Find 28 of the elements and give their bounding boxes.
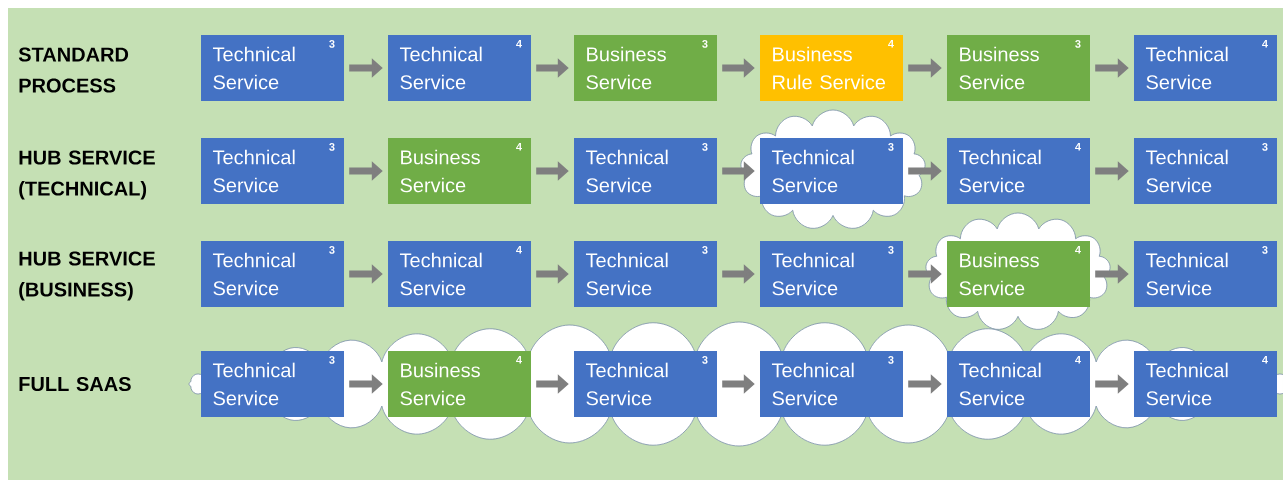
service-box: Technical Service 3 bbox=[760, 351, 903, 417]
service-box: Technical Service 3 bbox=[760, 241, 903, 307]
service-box: Technical Service 3 bbox=[1134, 241, 1277, 307]
row-label: STANDARD PROCESS bbox=[18, 47, 129, 93]
service-box: Business Service 3 bbox=[574, 35, 717, 101]
row-label: FULL SAAS bbox=[19, 376, 131, 392]
service-box: Technical Service 4 bbox=[388, 35, 531, 101]
service-box: Technical Service 3 bbox=[574, 351, 717, 417]
service-box: Technical Service 4 bbox=[1134, 351, 1277, 417]
service-box: Technical Service 4 bbox=[947, 138, 1090, 204]
row-label: HUB SERVICE (TECHNICAL) bbox=[19, 150, 155, 200]
service-box: Technical Service 4 bbox=[1134, 35, 1277, 101]
service-box: Business Service 3 bbox=[947, 35, 1090, 101]
service-box: Technical Service 3 bbox=[760, 138, 903, 204]
service-box: Technical Service 3 bbox=[201, 35, 344, 101]
service-box: Technical Service 3 bbox=[574, 241, 717, 307]
service-box: Business Service 4 bbox=[388, 138, 531, 204]
row-label: HUB SERVICE (BUSINESS) bbox=[19, 251, 155, 301]
service-box: Technical Service 3 bbox=[201, 241, 344, 307]
service-box: Technical Service 4 bbox=[947, 351, 1090, 417]
service-box: Business Rule Service 4 bbox=[760, 35, 903, 101]
service-box: Technical Service 3 bbox=[201, 351, 344, 417]
service-box: Technical Service 3 bbox=[201, 138, 344, 204]
service-box: Technical Service 4 bbox=[388, 241, 531, 307]
service-box: Business Service 4 bbox=[388, 351, 531, 417]
service-box: Technical Service 3 bbox=[1134, 138, 1277, 204]
service-box: Business Service 4 bbox=[947, 241, 1090, 307]
service-box: Technical Service 3 bbox=[574, 138, 717, 204]
